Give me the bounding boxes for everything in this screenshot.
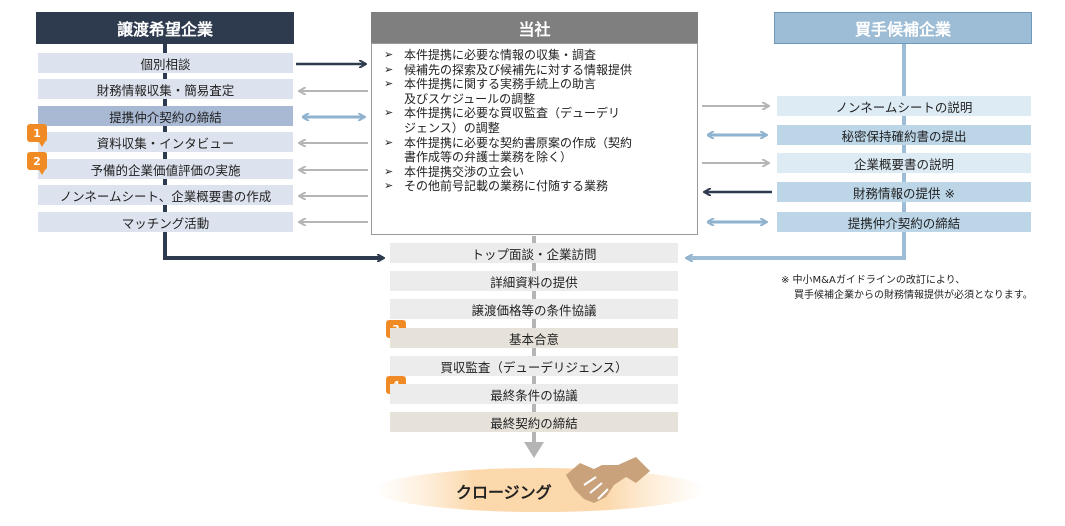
arrow-bullet-icon: ➢	[384, 77, 394, 91]
arrow-bullet-icon: ➢	[384, 48, 394, 61]
center-header: 当社	[371, 12, 698, 43]
badge-step-1: 1	[27, 124, 47, 147]
seller-step-financial-collection: 財務情報収集・簡易査定	[38, 79, 293, 99]
service-item: ➢候補先の探索及び候補先に対する情報提供	[384, 62, 633, 77]
service-item: ➢本件提携に必要な買収監査（デューデリ ジェンス）の調整	[384, 106, 621, 135]
guideline-note: ※ 中小M&Aガイドラインの改訂により、 買手候補企業からの財務情報提供が必須と…	[781, 273, 1033, 303]
buyer-step-company-overview: 企業概要書の説明	[777, 153, 1031, 173]
service-item: ➢本件提携に必要な契約書原案の作成（契約 書作成等の弁護士業務を除く）	[384, 135, 633, 165]
service-item: ➢本件提携交渉の立会い	[384, 164, 525, 179]
seller-step-interview: 資料収集・インタビュー	[38, 132, 293, 152]
process-step-top-meeting: トップ面談・企業訪問	[390, 243, 678, 263]
buyer-step-nda: 秘密保持確約書の提出	[777, 125, 1031, 145]
process-step-due-diligence: 買収監査（デューデリジェンス）	[390, 356, 678, 376]
buyer-header: 買手候補企業	[774, 12, 1032, 44]
arrow-bullet-icon: ➢	[384, 179, 394, 193]
buyer-step-financial-info: 財務情報の提供 ※	[777, 182, 1031, 202]
seller-header: 譲渡希望企業	[36, 12, 294, 44]
process-step-detailed-docs: 詳細資料の提供	[390, 271, 678, 291]
process-step-final-contract: 最終契約の締結	[390, 412, 678, 432]
seller-step-brokerage-contract: 提携仲介契約の締結	[38, 106, 293, 126]
arrow-bullet-icon: ➢	[384, 135, 394, 149]
note-line-2: 買手候補企業からの財務情報提供が必須となります。	[794, 290, 1033, 301]
buyer-step-nonname-sheet: ノンネームシートの説明	[777, 96, 1031, 116]
service-item: ➢本件提携に必要な情報の収集・調査	[384, 48, 597, 62]
arrow-bullet-icon: ➢	[384, 106, 394, 120]
seller-step-consultation: 個別相談	[38, 53, 293, 73]
process-step-final-terms: 最終条件の協議	[390, 384, 678, 404]
closing-label: クロージング	[456, 483, 552, 502]
process-step-price-negotiation: 譲渡価格等の条件協議	[390, 299, 678, 319]
seller-step-documents: ノンネームシート、企業概要書の作成	[38, 185, 293, 205]
process-step-basic-agreement: 基本合意	[390, 328, 678, 348]
seller-step-matching: マッチング活動	[38, 212, 293, 232]
seller-step-valuation: 予備的企業価値評価の実施	[38, 159, 293, 179]
note-line-1: ※ 中小M&Aガイドラインの改訂により、	[781, 275, 966, 286]
badge-step-2: 2	[27, 152, 47, 175]
arrow-bullet-icon: ➢	[384, 62, 394, 76]
service-item: ➢その他前号記載の業務に付随する業務	[384, 179, 609, 194]
handshake-icon	[566, 457, 650, 503]
arrow-bullet-icon: ➢	[384, 164, 394, 178]
center-services-box: ➢本件提携に必要な情報の収集・調査 ➢候補先の探索及び候補先に対する情報提供 ➢…	[371, 43, 698, 235]
service-item: ➢本件提携に関する実務手続上の助言 及びスケジュールの調整	[384, 77, 597, 106]
buyer-step-brokerage-contract: 提携仲介契約の締結	[777, 212, 1031, 232]
